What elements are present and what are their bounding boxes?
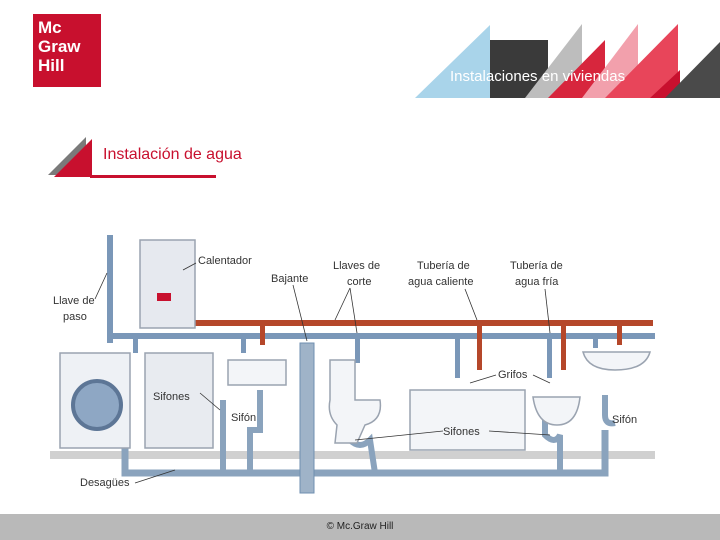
label-calentador: Calentador bbox=[198, 255, 252, 267]
footer-copyright: © Mc.Graw Hill bbox=[326, 521, 394, 532]
washbasin bbox=[582, 351, 651, 371]
water-installation-diagram: Calentador Llave de paso Bajante Llaves … bbox=[50, 235, 655, 494]
label-bajante: Bajante bbox=[271, 273, 308, 285]
label-sifones-right: Sifones bbox=[443, 426, 480, 438]
drain-pipe bbox=[121, 430, 609, 477]
drain-stack bbox=[299, 342, 315, 494]
hot-water-pipe bbox=[193, 320, 653, 326]
logo-line-2: Graw bbox=[38, 37, 81, 56]
label-llaves-de-corte-2: corte bbox=[347, 276, 371, 288]
label-llave-de-paso-1: Llave de bbox=[53, 295, 95, 307]
kitchen-sink bbox=[227, 359, 287, 386]
footer-bar: © Mc.Graw Hill bbox=[0, 514, 720, 540]
mcgraw-hill-logo: Mc Graw Hill bbox=[33, 14, 101, 87]
section-title: Instalación de agua bbox=[103, 146, 242, 163]
label-llave-de-paso-2: paso bbox=[63, 311, 87, 323]
logo-line-3: Hill bbox=[38, 56, 65, 75]
bathtub bbox=[409, 389, 526, 451]
label-tuberia-caliente-2: agua caliente bbox=[408, 276, 473, 288]
label-tuberia-caliente-1: Tubería de bbox=[417, 260, 470, 272]
header-decoration bbox=[415, 24, 720, 98]
header-title: Instalaciones en viviendas bbox=[450, 68, 626, 85]
label-grifos: Grifos bbox=[498, 369, 528, 381]
label-sifon-middle: Sifón bbox=[231, 412, 256, 424]
label-sifones-left: Sifones bbox=[153, 391, 190, 403]
label-tuberia-fria-1: Tubería de bbox=[510, 260, 563, 272]
label-tuberia-fria-2: agua fría bbox=[515, 276, 559, 288]
supply-pipe bbox=[107, 235, 113, 343]
floor bbox=[50, 451, 655, 459]
section-underline bbox=[90, 175, 216, 178]
water-heater bbox=[139, 239, 196, 329]
dishwasher bbox=[144, 352, 214, 449]
logo-line-1: Mc bbox=[38, 18, 62, 37]
section-marker bbox=[48, 137, 92, 177]
label-sifon-right: Sifón bbox=[612, 414, 637, 426]
cold-water-pipe bbox=[107, 333, 655, 339]
label-llaves-de-corte-1: Llaves de bbox=[333, 260, 380, 272]
label-desagues: Desagües bbox=[80, 477, 130, 489]
toilet bbox=[328, 359, 382, 444]
bidet bbox=[532, 396, 581, 426]
logo-text: Mc Graw Hill bbox=[38, 18, 81, 75]
